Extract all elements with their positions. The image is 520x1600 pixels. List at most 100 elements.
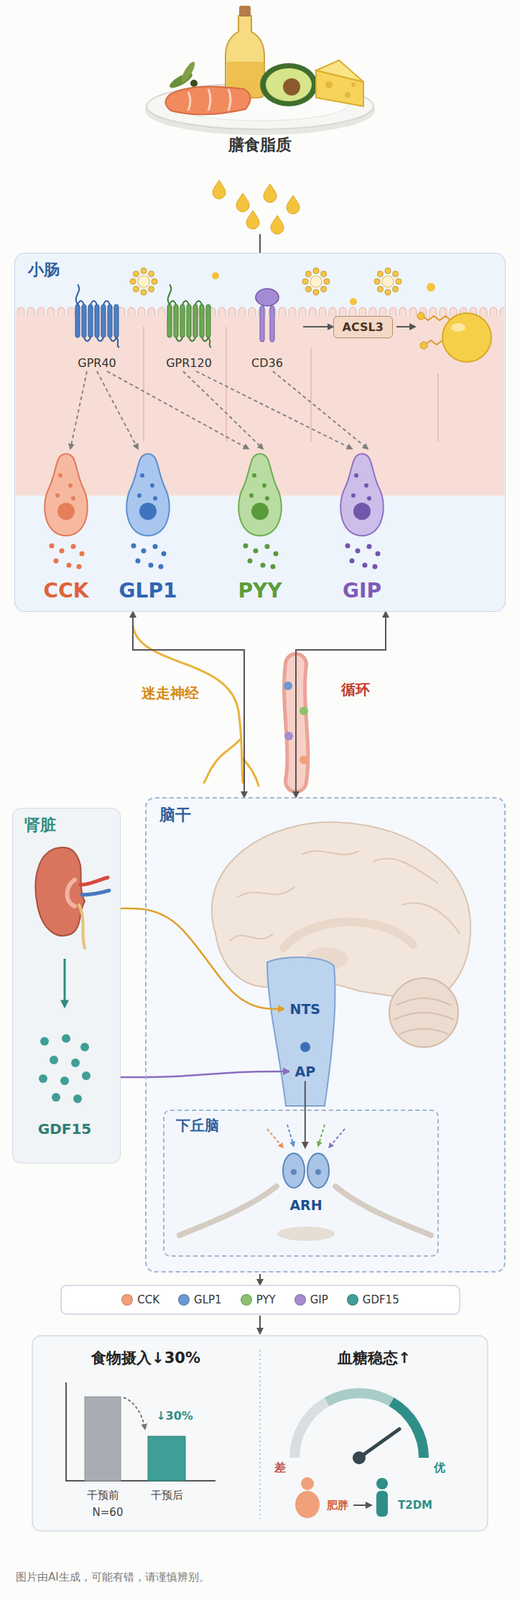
gpr40-receptor-part (101, 304, 106, 338)
pyy-cell-part (262, 483, 267, 488)
region-panel: 下丘脑 ARH (163, 1109, 439, 1257)
lipid-droplets-part (212, 180, 226, 199)
receptor-text: GPR40 (77, 356, 117, 370)
axis-label: 干预前 (86, 1488, 120, 1502)
food-plate-part (188, 89, 231, 111)
legend-swatch (240, 1294, 253, 1306)
gpr40-receptor-part (75, 304, 80, 338)
legend-item: GIP (294, 1293, 329, 1307)
lipid-droplet-part (442, 313, 492, 362)
results-panel-part (147, 1436, 186, 1481)
results-panel-part (326, 1393, 392, 1402)
gip-cell-part (353, 502, 371, 520)
legend-text: GIP (310, 1293, 329, 1307)
gpr120-receptor-part (186, 304, 192, 338)
gpr120-receptor-part (173, 304, 179, 338)
legend-text: GLP1 (193, 1293, 222, 1307)
gpr40-receptor-part (94, 304, 100, 338)
connector (96, 371, 138, 449)
connector (295, 611, 386, 798)
vagus-nerve-part (203, 762, 216, 783)
cck-cell-part (68, 483, 73, 488)
gpr40-receptor-part (114, 304, 119, 338)
kidney-panel-part (38, 1034, 91, 1104)
condition-label: T2DM (397, 1498, 433, 1512)
vagus-nerve-part (212, 739, 240, 768)
glp1-cell-part (131, 543, 167, 570)
nucleus-label: AP (289, 1062, 322, 1082)
legend-item: GLP1 (178, 1293, 222, 1307)
gip-cell-part (354, 473, 359, 478)
results-panel-part (376, 1478, 388, 1490)
intestine-panel (14, 252, 506, 612)
kidney-panel-part-part (38, 1074, 48, 1084)
legend-swatch (294, 1294, 306, 1306)
gip-cell-part (367, 496, 372, 501)
hypothalamus-panel-part (315, 1169, 322, 1176)
pyy-cell-part (251, 502, 269, 520)
figure-label: 膳食脂质 (228, 135, 292, 155)
receptor-text: CD36 (251, 356, 283, 370)
gpr120-receptor-part (180, 304, 185, 338)
axis-label: 干预后 (150, 1488, 184, 1502)
food-plate-part (351, 82, 356, 87)
glp1-cell (126, 453, 170, 570)
watermark-note: 图片由AI生成，可能有错，请谨慎辨别。 (15, 1570, 210, 1584)
brain-panel-part (389, 978, 459, 1048)
gauge-label: 优 (433, 1460, 446, 1475)
brain-panel-part (267, 957, 336, 1107)
region-panel: 脑干NTSAP下丘脑ARH (145, 797, 506, 1273)
results-panel-part (32, 1335, 488, 1532)
brain-panel-part-part (373, 858, 439, 884)
brain-panel-part-part (402, 902, 460, 934)
cck-cell (44, 453, 88, 570)
hypothalamus-panel-part (179, 1186, 277, 1236)
hypothalamus-panel (163, 1109, 439, 1257)
cck-cell-part (57, 502, 75, 520)
cd36-receptor-part (270, 305, 275, 342)
connector (132, 611, 245, 798)
glp1-cell-part (152, 496, 158, 501)
gip-cell-part (345, 543, 381, 570)
kidney-panel-part-part (73, 1094, 82, 1104)
edge-label: 循环 (339, 680, 373, 699)
hormone-cell: GIP (322, 448, 402, 604)
food-plate-part (260, 63, 318, 107)
cck-cell-part (49, 543, 85, 570)
enzyme-box: ACSL3 (333, 316, 393, 339)
kidney-panel-part-part (71, 1058, 80, 1068)
legend-frame-part (61, 1285, 460, 1315)
results-panel-part (300, 1477, 314, 1491)
brain-panel-part (211, 822, 471, 1002)
food-plate (145, 5, 375, 136)
cck-cell-part (58, 473, 63, 478)
pyy-cell-part (249, 493, 254, 498)
intestine-panel-part (302, 267, 330, 296)
receptor-text: GPR120 (165, 356, 212, 370)
legend-item: CCK (121, 1293, 160, 1307)
lipid-droplet-part (417, 312, 425, 320)
gpr40-receptor (75, 284, 120, 348)
region-panel-text: 下丘脑 (175, 1116, 220, 1135)
result-panel: 食物摄入↓30% (34, 1339, 258, 1530)
cck-cell-part (44, 453, 88, 536)
gip-cell-part (364, 483, 369, 488)
legend-frame-part (259, 1274, 261, 1285)
gpr120-receptor-part (199, 304, 204, 338)
brain-panel-part-part (396, 998, 452, 1006)
lipid-droplets-part (236, 193, 250, 212)
legend-swatch (121, 1294, 133, 1306)
intestine-panel-part-part (310, 348, 312, 442)
food-plate-part (282, 78, 301, 96)
kidney-panel-part-part (81, 1071, 91, 1081)
glp1-cell-part (126, 453, 170, 536)
intestine-panel-part-part (225, 326, 227, 442)
nucleus-label-text: NTS (290, 1001, 322, 1018)
glp1-cell-part (140, 473, 145, 478)
kidney-panel-part (12, 808, 121, 1164)
lipid-droplets-part (270, 215, 284, 235)
nucleus-text: ARH (289, 1197, 322, 1214)
hypothalamus-panel-part (328, 1129, 345, 1148)
lipid-droplets-part (263, 183, 277, 203)
